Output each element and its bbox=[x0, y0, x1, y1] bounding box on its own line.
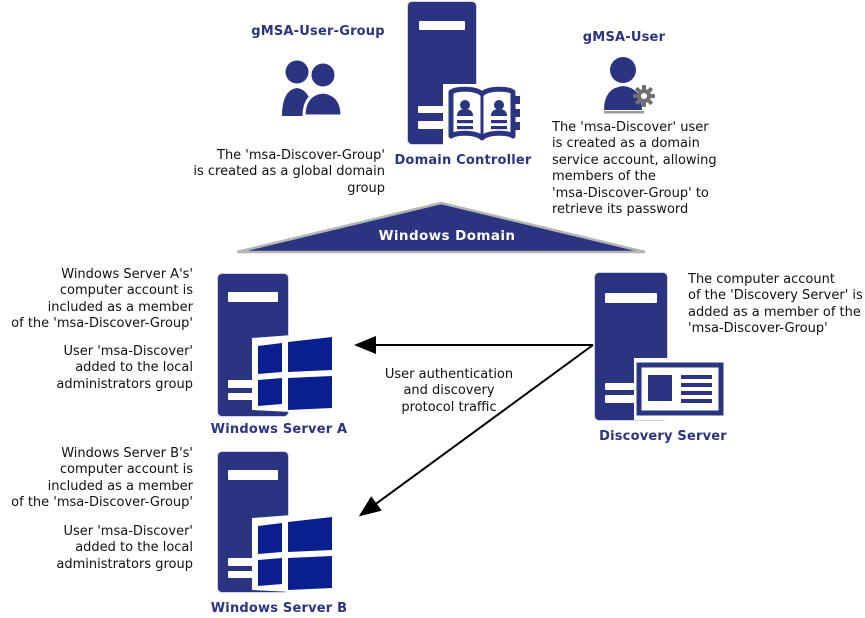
server-b-note-membership: Windows Server B's' computer account is … bbox=[11, 446, 193, 511]
tower-stripe bbox=[228, 393, 260, 400]
tower-slot bbox=[419, 21, 465, 30]
user-group-icon bbox=[282, 60, 344, 116]
server-a-label: Windows Server A bbox=[210, 422, 348, 437]
tower-slot bbox=[228, 292, 278, 302]
tower-slot bbox=[605, 293, 657, 303]
gmsa-user-label: gMSA-User bbox=[582, 30, 666, 45]
server-a-note-membership: Windows Server A's' computer account is … bbox=[11, 267, 193, 332]
id-card-icon bbox=[634, 358, 726, 420]
tower-stripe bbox=[228, 558, 260, 566]
discovery-server-label: Discovery Server bbox=[599, 429, 727, 444]
user-with-gear-icon bbox=[604, 57, 655, 114]
tower-stripe bbox=[605, 395, 639, 403]
tower-stripe bbox=[228, 380, 260, 388]
domain-controller-label: Domain Controller bbox=[394, 153, 532, 168]
windows-flag-icon bbox=[252, 332, 332, 414]
tower-stripe bbox=[418, 106, 452, 113]
windows-flag-icon bbox=[252, 512, 332, 594]
windows-domain-label: Windows Domain bbox=[378, 228, 516, 244]
discovery-server-note: The computer account of the 'Discovery S… bbox=[688, 272, 863, 337]
tower-slot bbox=[228, 470, 278, 480]
arrow-discovery-to-server-b bbox=[358, 344, 594, 517]
traffic-note: User authentication and discovery protoc… bbox=[384, 367, 514, 415]
server-b-label: Windows Server B bbox=[210, 601, 348, 616]
gear-icon bbox=[633, 85, 655, 107]
gmsa-user-note: The 'msa-Discover' user is created as a … bbox=[552, 120, 717, 217]
server-a-note-admin: User 'msa-Discover' added to the local a… bbox=[56, 344, 193, 392]
gmsa-user-group-label: gMSA-User-Group bbox=[251, 24, 385, 39]
address-book-icon bbox=[443, 84, 521, 146]
tower-stripe bbox=[228, 571, 260, 578]
server-b-note-admin: User 'msa-Discover' added to the local a… bbox=[56, 524, 193, 572]
tower-stripe bbox=[418, 121, 452, 129]
windows-domain-triangle bbox=[236, 201, 646, 254]
gmsa-user-group-note: The 'msa-Discover-Group' is created as a… bbox=[193, 148, 385, 196]
tower-stripe bbox=[605, 383, 639, 390]
